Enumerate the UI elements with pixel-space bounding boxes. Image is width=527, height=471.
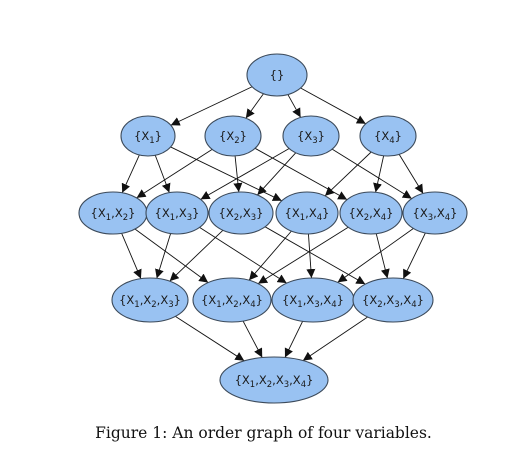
edge-n13-n123 — [155, 233, 172, 279]
node-label: {X2,X4} — [349, 206, 394, 223]
node-label: {X1,X2} — [91, 206, 136, 223]
edge-n3-n13 — [200, 148, 290, 200]
edge-n4-n34 — [398, 154, 424, 194]
node-label: {X1,X3} — [155, 206, 200, 223]
node-label: {X1,X3,X4} — [282, 293, 344, 310]
edge-n34-n134 — [337, 228, 414, 283]
edge-n4-n24 — [373, 155, 385, 193]
node-ellipse — [339, 191, 403, 235]
edge-n14-n124 — [248, 230, 292, 281]
edges-layer — [121, 86, 426, 362]
nodes-layer: {} {X1} {X2} {X3} {X4} {X1,X2} {X1,X3} {X2,X3} {… — [78, 53, 468, 404]
node-label: {X1,X2,X3} — [119, 293, 181, 310]
edge-n3-n34 — [331, 148, 412, 199]
node-n1: {X1} — [120, 115, 176, 157]
edge-n1-n12 — [121, 154, 140, 193]
node-ellipse — [192, 277, 272, 323]
edge-n134-n1234 — [284, 321, 304, 358]
node-label: {X3,X4} — [413, 206, 458, 223]
node-n1234: {X1,X2,X3,X4} — [219, 356, 329, 404]
node-label: {X2,X3,X4} — [362, 293, 424, 310]
edge-n234-n1234 — [302, 316, 368, 361]
edge-n23-n123 — [169, 229, 224, 282]
node-ellipse — [402, 191, 468, 235]
edge-n2-n23 — [233, 155, 243, 193]
node-n134: {X1,X3,X4} — [271, 277, 355, 323]
node-ellipse — [219, 356, 329, 404]
node-n24: {X2,X4} — [339, 191, 403, 235]
node-ellipse — [111, 277, 189, 323]
node-ellipse — [246, 53, 308, 97]
node-ellipse — [204, 115, 262, 157]
edge-n3-n23 — [257, 152, 297, 196]
node-n3: {X3} — [282, 115, 340, 157]
figure-caption: Figure 1: An order graph of four variabl… — [95, 424, 432, 442]
edge-n123-n1234 — [175, 315, 245, 362]
node-n123: {X1,X2,X3} — [111, 277, 189, 323]
node-ellipse — [120, 115, 176, 157]
node-n4: {X4} — [359, 115, 417, 157]
node-n124: {X1,X2,X4} — [192, 277, 272, 323]
node-ellipse — [352, 277, 434, 323]
edge-n24-n124 — [257, 226, 349, 285]
edge-n12-n123 — [121, 233, 142, 279]
node-ellipse — [275, 191, 339, 235]
node-n34: {X3,X4} — [402, 191, 468, 235]
node-n13: {X1,X3} — [145, 191, 209, 235]
edge-n12-n124 — [134, 228, 209, 283]
edge-n23-n234 — [264, 226, 366, 285]
edge-n1-n13 — [154, 155, 171, 193]
node-ellipse — [145, 191, 209, 235]
edge-n24-n234 — [375, 233, 390, 279]
edge-n0-n4 — [300, 87, 367, 125]
edge-n13-n134 — [199, 227, 287, 284]
edge-n0-n1 — [170, 86, 253, 126]
node-n14: {X1,X4} — [275, 191, 339, 235]
edge-n4-n14 — [324, 151, 372, 197]
node-n0: {} — [246, 53, 308, 97]
edge-n14-n134 — [306, 233, 316, 279]
node-ellipse — [359, 115, 417, 157]
node-n234: {X2,X3,X4} — [352, 277, 434, 323]
edge-n2-n12 — [136, 148, 213, 199]
edge-n34-n234 — [402, 232, 426, 279]
edge-n0-n2 — [245, 93, 264, 119]
node-label: {X4} — [374, 129, 402, 146]
node-label: {X2} — [219, 129, 247, 146]
node-n23: {X2,X3} — [208, 191, 274, 235]
node-label: {} — [270, 68, 285, 82]
node-ellipse — [208, 191, 274, 235]
edge-n0-n3 — [287, 94, 302, 118]
node-label: {X1} — [134, 129, 162, 146]
node-label: {X1,X2,X4} — [201, 293, 263, 310]
node-n12: {X1,X2} — [78, 191, 148, 235]
node-label: {X1,X2,X3,X4} — [235, 373, 314, 390]
node-n2: {X2} — [204, 115, 262, 157]
node-label: {X3} — [297, 129, 325, 146]
node-label: {X2,X3} — [219, 206, 264, 223]
node-label: {X1,X4} — [285, 206, 330, 223]
edge-n124-n1234 — [242, 320, 263, 358]
node-ellipse — [282, 115, 340, 157]
